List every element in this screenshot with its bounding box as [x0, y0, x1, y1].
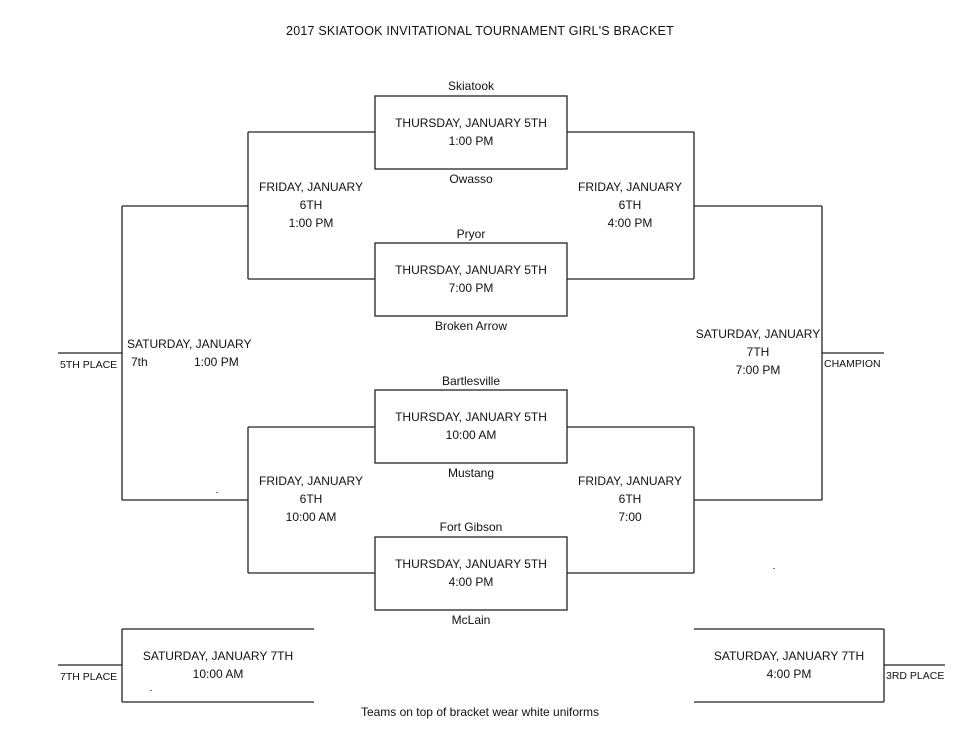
- team-owasso: Owasso: [449, 172, 493, 186]
- game-time: 7:00 PM: [448, 281, 494, 295]
- game-day: THURSDAY, JANUARY 5TH: [395, 557, 547, 571]
- game-time: 10:00 AM: [445, 428, 497, 442]
- game-time: 4:00 PM: [448, 575, 494, 589]
- team-bartlesville: Bartlesville: [441, 374, 501, 388]
- game-day: FRIDAY, JANUARY: [577, 474, 683, 488]
- game-date: 6TH: [299, 492, 323, 506]
- game-time: 7:00 PM: [735, 363, 781, 377]
- game-day: FRIDAY, JANUARY: [258, 474, 364, 488]
- game-date: 7th: [131, 355, 148, 369]
- game-time: 10:00 AM: [285, 510, 337, 524]
- label-7th-place: 7TH PLACE: [60, 671, 118, 683]
- game-day: THURSDAY, JANUARY 5TH: [395, 410, 547, 424]
- game-time: 10:00 AM: [192, 667, 244, 681]
- game-date: 7TH: [746, 345, 770, 359]
- game-day: THURSDAY, JANUARY 5TH: [395, 116, 547, 130]
- game-date: 6TH: [618, 492, 642, 506]
- game-day: SATURDAY, JANUARY 7TH: [713, 649, 865, 663]
- game-time: 1:00 PM: [288, 216, 334, 230]
- game-day: FRIDAY, JANUARY: [577, 180, 683, 194]
- game-date: 6TH: [299, 198, 323, 212]
- label-3rd-place: 3RD PLACE: [886, 670, 945, 682]
- team-pryor: Pryor: [456, 227, 486, 241]
- game-time: 4:00 PM: [607, 216, 653, 230]
- team-mclain: McLain: [451, 613, 491, 627]
- game-time: 1:00 PM: [194, 355, 239, 369]
- scan-speck: [216, 492, 218, 493]
- game-date: 6TH: [618, 198, 642, 212]
- team-mustang: Mustang: [447, 466, 495, 480]
- game-day: SATURDAY, JANUARY 7TH: [142, 649, 294, 663]
- team-fort-gibson: Fort Gibson: [439, 520, 503, 534]
- game-time: 7:00: [618, 510, 642, 524]
- team-broken-arrow: Broken Arrow: [434, 319, 508, 333]
- game-time: 4:00 PM: [766, 667, 812, 681]
- label-5th-place: 5TH PLACE: [60, 359, 118, 371]
- team-skiatook: Skiatook: [447, 79, 495, 93]
- game-day: FRIDAY, JANUARY: [258, 180, 364, 194]
- bracket-title: 2017 SKIATOOK INVITATIONAL TOURNAMENT GI…: [286, 24, 674, 38]
- game-time: 1:00 PM: [448, 134, 494, 148]
- game-day: THURSDAY, JANUARY 5TH: [395, 263, 547, 277]
- game-day: SATURDAY, JANUARY: [127, 337, 252, 351]
- scan-speck: [150, 690, 152, 691]
- uniform-note: Teams on top of bracket wear white unifo…: [360, 705, 600, 719]
- label-champion: CHAMPION: [824, 358, 881, 370]
- game-day: SATURDAY, JANUARY: [695, 327, 821, 341]
- scan-speck: [773, 568, 775, 569]
